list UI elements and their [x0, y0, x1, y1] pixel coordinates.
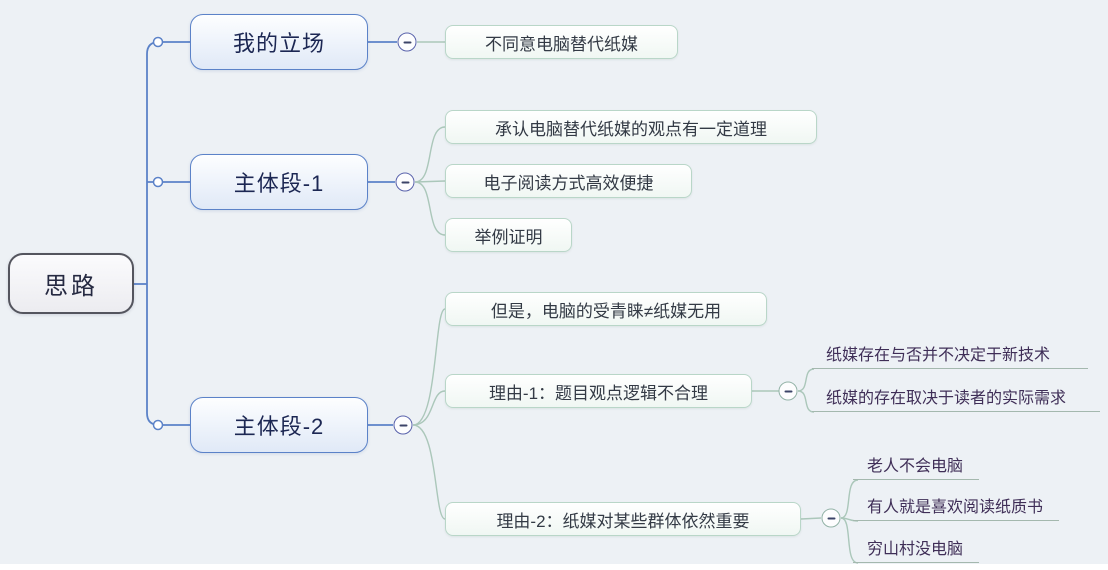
wire-c3c-to-toggle: [800, 517, 822, 520]
node-body1-child-1[interactable]: 承认电脑替代纸媒的观点有一定道理: [445, 110, 817, 144]
node-leaf-reader-demand[interactable]: 纸媒的存在取决于读者的实际需求: [812, 387, 1100, 412]
wire-branch-1: [146, 41, 190, 284]
wire-leaf-2c: [840, 517, 859, 564]
wire-leaf-1b: [797, 390, 815, 413]
wire-leaf-2a: [840, 479, 859, 519]
minus-icon: [784, 390, 792, 392]
collapse-toggle-reason-1[interactable]: [778, 381, 798, 401]
minus-icon: [403, 41, 411, 43]
node-leaf-new-tech[interactable]: 纸媒存在与否并不决定于新技术: [812, 344, 1088, 369]
dot-icon: [152, 36, 164, 48]
collapse-toggle-reason-2[interactable]: [821, 508, 841, 528]
wire-c3c: [412, 424, 446, 520]
trunk-wires: [134, 41, 397, 426]
node-reason-2[interactable]: 理由-2：纸媒对某些群体依然重要: [445, 502, 801, 536]
minus-icon: [401, 181, 409, 183]
node-leaf-poor-village[interactable]: 穷山村没电脑: [853, 538, 979, 563]
wire-c3b: [412, 390, 446, 426]
node-body2-child-1[interactable]: 但是，电脑的受青睐≠纸媒无用: [445, 292, 767, 326]
node-branch-body-1[interactable]: 主体段-1: [190, 154, 368, 210]
node-branch-my-stance[interactable]: 我的立场: [190, 14, 368, 70]
node-stance-child[interactable]: 不同意电脑替代纸媒: [445, 25, 678, 59]
minus-icon: [399, 424, 407, 426]
node-body1-child-3[interactable]: 举例证明: [445, 218, 572, 252]
minus-icon: [827, 517, 835, 519]
canvas-edge: [0, 564, 1108, 570]
child-wires: [412, 41, 859, 564]
node-body1-child-2[interactable]: 电子阅读方式高效便捷: [445, 164, 692, 198]
node-leaf-prefer-paper[interactable]: 有人就是喜欢阅读纸质书: [853, 496, 1059, 521]
dot-icon: [152, 176, 164, 188]
wire-c2a: [414, 126, 446, 183]
dot-icon: [152, 419, 164, 431]
node-reason-1[interactable]: 理由-1：题目观点逻辑不合理: [445, 374, 752, 408]
wire-c2c: [414, 181, 446, 236]
wire-c3a: [412, 308, 446, 426]
wire-c2b: [414, 180, 446, 183]
collapse-toggle-body-1[interactable]: [395, 172, 415, 192]
collapse-toggle-my-stance[interactable]: [397, 32, 417, 52]
wire-branch-3: [146, 284, 190, 426]
node-leaf-elderly[interactable]: 老人不会电脑: [853, 455, 979, 480]
node-root[interactable]: 思路: [8, 253, 134, 314]
branch-joints: [152, 36, 164, 431]
node-branch-body-2[interactable]: 主体段-2: [190, 397, 368, 453]
collapse-toggle-body-2[interactable]: [393, 415, 413, 435]
wire-leaf-1a: [797, 368, 815, 392]
